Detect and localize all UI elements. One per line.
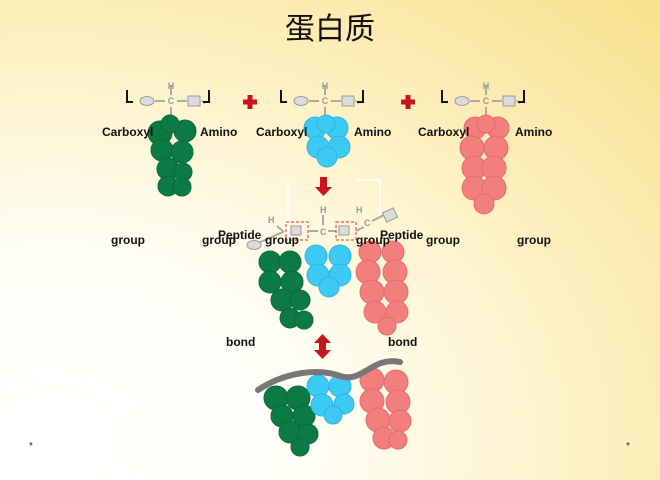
residue-blob-red — [459, 114, 510, 215]
arrow-down-icon — [315, 177, 332, 196]
residue-blob-green — [147, 114, 197, 197]
carbon-atom: C — [168, 96, 175, 106]
hydrogen-atom: H — [322, 81, 329, 91]
residue-blob-blue — [303, 114, 351, 168]
group-label: group — [426, 233, 460, 247]
carbon-atom: C — [322, 96, 329, 106]
carbon-atom: C — [320, 227, 327, 237]
residue-blob-green — [258, 250, 314, 330]
amino-label: Amino — [354, 125, 392, 139]
group-label: group — [356, 233, 390, 247]
amino-acid-3: H C — [441, 81, 525, 215]
group-label: group — [517, 233, 551, 247]
backbone-strand — [255, 358, 403, 393]
footer-mark-left: * — [29, 441, 33, 452]
plus-icon — [243, 95, 257, 109]
peptide-label: Peptide — [380, 228, 424, 242]
hydrogen-atom: H — [356, 205, 363, 215]
carboxyl-label: Carboxyl — [102, 125, 154, 139]
group-label: group — [111, 233, 145, 247]
group-label: group — [265, 233, 299, 247]
bond-label: bond — [388, 335, 418, 349]
hydrogen-atom: H — [268, 215, 275, 225]
hydrogen-atom: H — [320, 205, 327, 215]
plus-icon — [401, 95, 415, 109]
carboxyl-label: Carboxyl — [256, 125, 308, 139]
carbon-atom: C — [364, 218, 371, 228]
amino-label: Amino — [515, 125, 553, 139]
amino-acid-2: H C — [280, 81, 364, 168]
hydrogen-atom: H — [168, 81, 175, 91]
carbon-atom: C — [483, 96, 490, 106]
polypeptide-chain — [255, 358, 412, 457]
peptide-bond-box-right — [335, 221, 357, 241]
amino-acid-1: H C — [126, 81, 210, 197]
hydrogen-atom: H — [483, 81, 490, 91]
residue-blob-blue — [304, 244, 352, 298]
amino-label: Amino — [200, 125, 238, 139]
group-label: group — [202, 233, 236, 247]
footer-mark-right: * — [626, 441, 630, 452]
carboxyl-label: Carboxyl — [418, 125, 470, 139]
dipeptide-chain: H C H H C — [246, 205, 409, 336]
slide-title: 蛋白质 — [285, 12, 375, 47]
residue-blob-red — [355, 240, 409, 336]
bond-label: bond — [226, 335, 256, 349]
double-arrow-icon — [314, 334, 331, 359]
peptide-label: Peptide — [218, 228, 262, 242]
